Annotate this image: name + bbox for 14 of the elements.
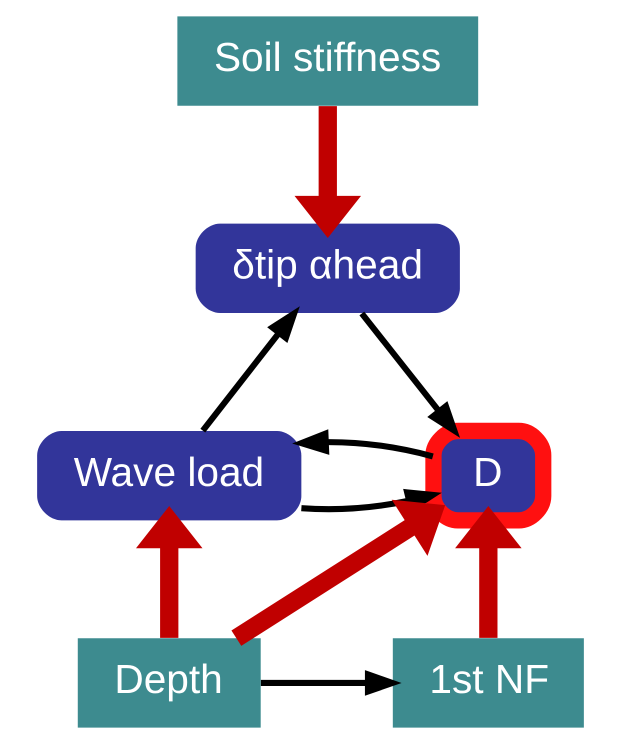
arrow: [231, 500, 446, 646]
arrow: [200, 306, 300, 432]
node-box: Soil stiffness: [177, 16, 478, 106]
node-box: Wave load: [37, 430, 302, 520]
arrow: [294, 106, 362, 238]
arrow: [455, 506, 522, 638]
arrow: [136, 506, 202, 638]
node-box: D: [425, 422, 552, 528]
node-box: δtip αhead: [196, 224, 460, 314]
arrow: [292, 429, 434, 460]
node-box: Depth: [78, 638, 261, 728]
arrow: [359, 312, 460, 438]
node-box: 1st NF: [392, 638, 584, 728]
arrow: [260, 670, 402, 696]
